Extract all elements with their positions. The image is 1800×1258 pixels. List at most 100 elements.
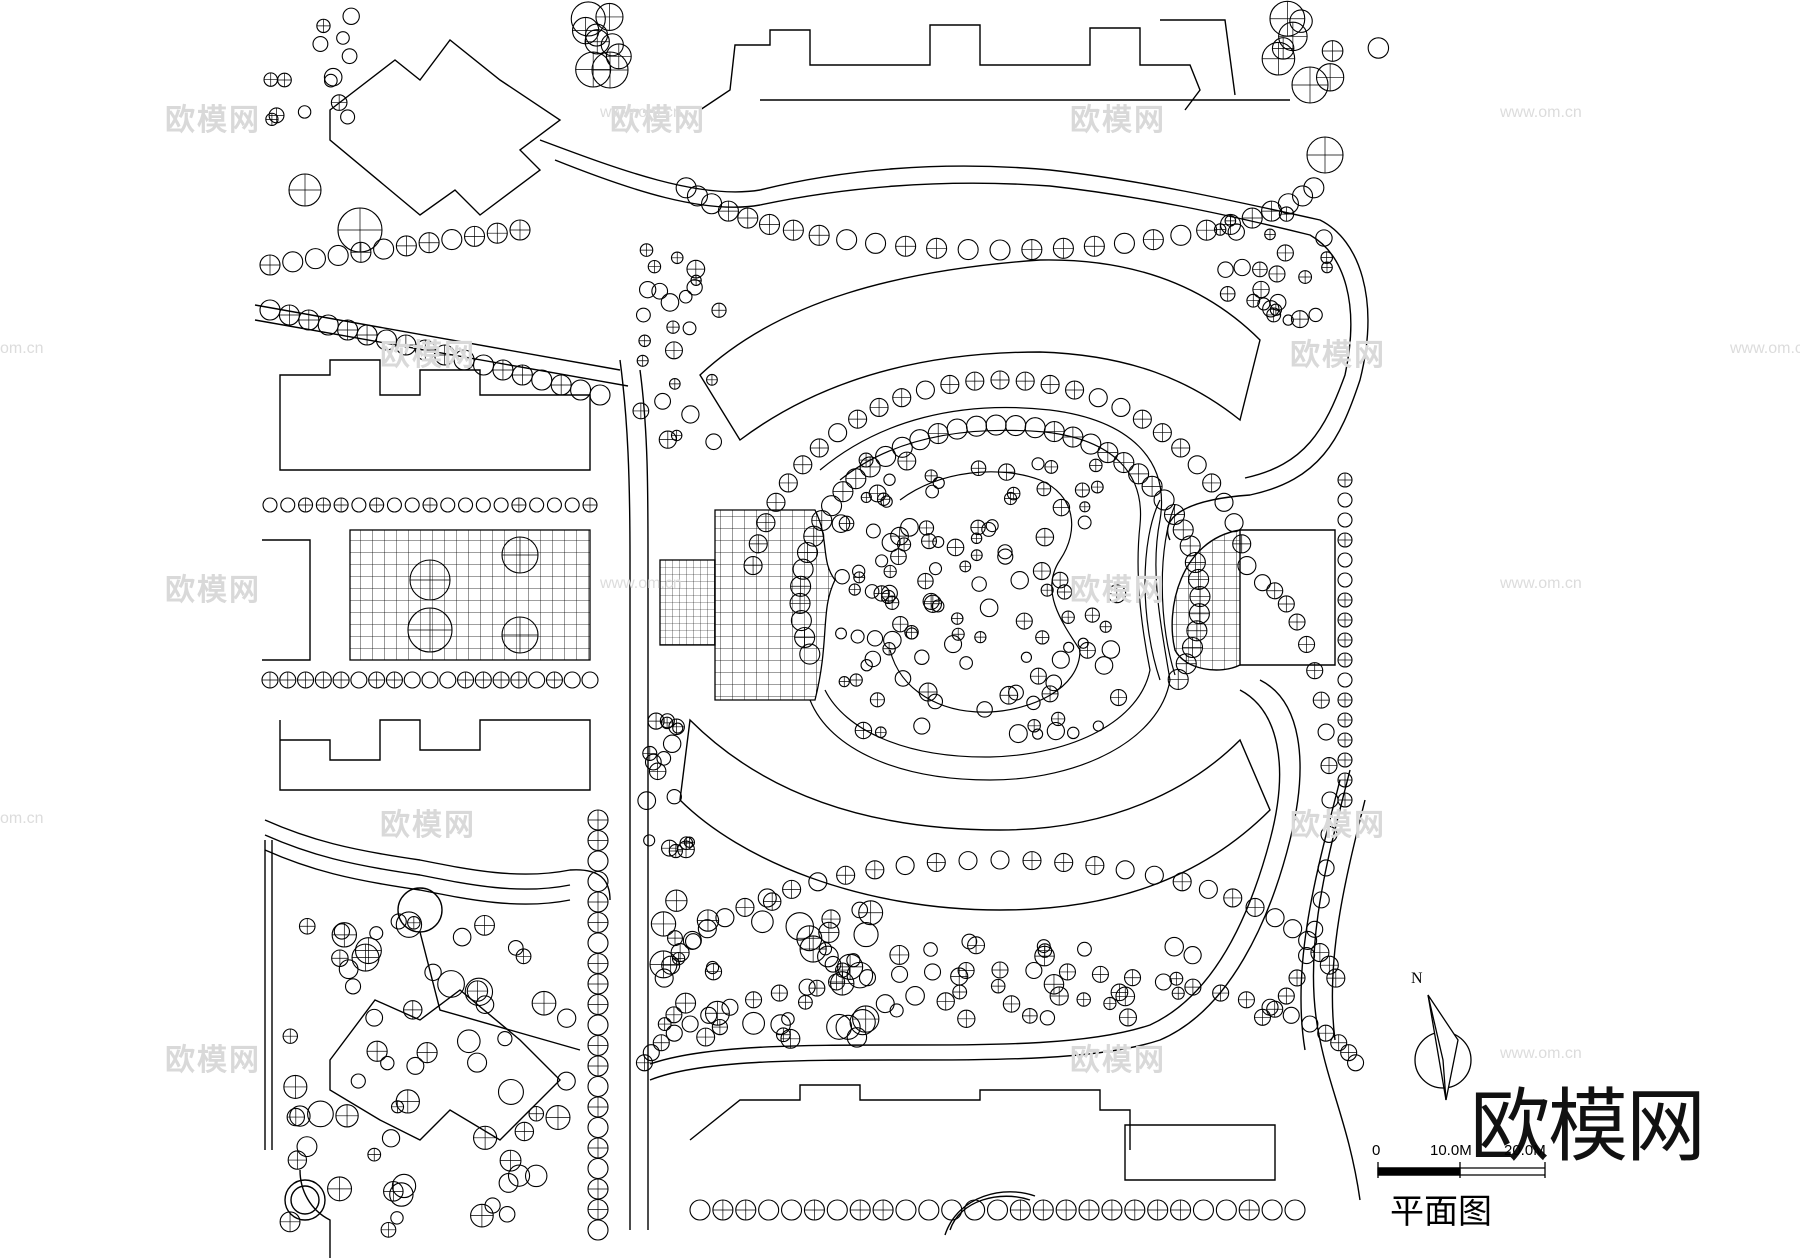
tree-icon xyxy=(344,978,362,995)
tree-icon xyxy=(1036,528,1054,546)
tree-icon xyxy=(826,1199,848,1221)
tree-icon xyxy=(672,952,685,965)
tree-icon xyxy=(766,493,785,512)
tree-icon xyxy=(1084,236,1105,257)
tree-icon xyxy=(649,763,666,780)
tree-icon xyxy=(1321,757,1338,774)
tree-icon xyxy=(1061,611,1075,624)
tree-icon xyxy=(588,1199,608,1220)
tree-icon xyxy=(895,1199,917,1221)
tree-icon xyxy=(654,392,672,410)
tree-icon xyxy=(262,672,278,688)
tree-icon xyxy=(845,468,866,489)
tree-icon xyxy=(1338,613,1352,627)
tree-icon xyxy=(1153,489,1175,511)
tree-icon xyxy=(424,963,442,982)
tree-icon xyxy=(1266,308,1281,322)
tree-icon xyxy=(1092,966,1109,983)
tree-icon xyxy=(853,921,879,948)
tree-icon xyxy=(262,497,278,513)
tree-icon xyxy=(467,980,488,1002)
tree-icon xyxy=(665,341,683,359)
tree-icon xyxy=(304,248,327,270)
tree-icon xyxy=(367,1148,381,1161)
tree-icon xyxy=(1186,620,1207,641)
tree-icon xyxy=(1075,483,1090,497)
tree-icon xyxy=(1154,973,1172,991)
tree-icon xyxy=(1171,438,1190,457)
tree-icon xyxy=(1214,223,1226,236)
tree-icon xyxy=(957,1010,975,1028)
tree-icon xyxy=(637,791,657,810)
tree-icon xyxy=(1277,244,1294,261)
tree-icon xyxy=(989,239,1011,261)
tree-icon xyxy=(705,1001,730,1026)
tree-icon xyxy=(289,1105,311,1127)
tree-icon xyxy=(515,1122,534,1141)
tree-icon xyxy=(1306,920,1324,938)
tree-icon xyxy=(1144,865,1164,885)
tree-icon xyxy=(312,36,329,52)
tree-icon xyxy=(666,320,680,334)
main-road-right-edge xyxy=(639,369,649,1230)
tree-icon xyxy=(1016,372,1035,391)
tree-icon xyxy=(1338,733,1352,747)
tree-icon xyxy=(661,717,673,729)
tree-icon xyxy=(836,866,855,885)
tree-icon xyxy=(511,498,526,512)
tree-icon xyxy=(587,1219,609,1241)
building-w-lower xyxy=(279,719,591,791)
tree-icon xyxy=(792,558,814,580)
tree-icon xyxy=(1110,689,1127,706)
tree-icon xyxy=(1153,423,1172,442)
tree-icon xyxy=(583,498,597,512)
watermark: 欧模网 xyxy=(380,809,476,842)
tree-icon xyxy=(1124,969,1141,986)
tree-icon xyxy=(875,445,897,467)
tree-icon xyxy=(678,289,693,304)
tree-icon xyxy=(1041,375,1060,394)
tree-icon xyxy=(870,398,889,417)
building-sw xyxy=(329,989,561,1141)
tree-icon xyxy=(850,1200,871,1220)
tree-icon xyxy=(456,1029,481,1054)
tree-icon xyxy=(1282,1006,1300,1024)
tree-icon xyxy=(588,1138,608,1158)
watermark-url: www.om.cn xyxy=(1500,104,1582,121)
tree-icon xyxy=(835,1014,861,1040)
tree-icon xyxy=(288,1150,307,1170)
tree-icon xyxy=(391,1173,417,1199)
tree-icon xyxy=(390,913,407,930)
arc-entrance xyxy=(949,1195,1031,1231)
tree-icon xyxy=(1031,457,1045,471)
tree-icon xyxy=(1025,961,1043,980)
tree-icon xyxy=(1056,1200,1077,1220)
tree-icon xyxy=(1298,636,1315,653)
tree-icon xyxy=(875,994,895,1014)
tree-icon xyxy=(507,940,524,956)
watermark-url: om.cn xyxy=(0,810,44,827)
tree-icon xyxy=(643,834,656,847)
tree-icon xyxy=(735,898,754,917)
tree-icon xyxy=(1050,986,1069,1006)
tree-icon xyxy=(718,201,739,222)
tree-icon xyxy=(1176,653,1197,674)
tree-icon xyxy=(686,279,703,296)
watermark-url: www.om.cn xyxy=(1730,340,1800,357)
tree-icon xyxy=(1187,455,1207,475)
tree-icon xyxy=(919,683,938,701)
tree-icon xyxy=(439,671,457,689)
tree-icon xyxy=(1044,974,1064,995)
tree-icon xyxy=(1279,206,1294,222)
tree-icon xyxy=(386,672,403,688)
tree-icon xyxy=(1224,513,1244,533)
tree-icon xyxy=(587,850,609,872)
tree-icon xyxy=(1079,501,1090,512)
tree-icon xyxy=(890,527,909,545)
tree-icon xyxy=(1088,388,1108,408)
tree-icon xyxy=(1227,223,1245,241)
tree-icon xyxy=(803,526,824,547)
tree-icon xyxy=(662,734,682,754)
tree-icon xyxy=(453,349,475,371)
tree-icon xyxy=(498,1205,516,1223)
